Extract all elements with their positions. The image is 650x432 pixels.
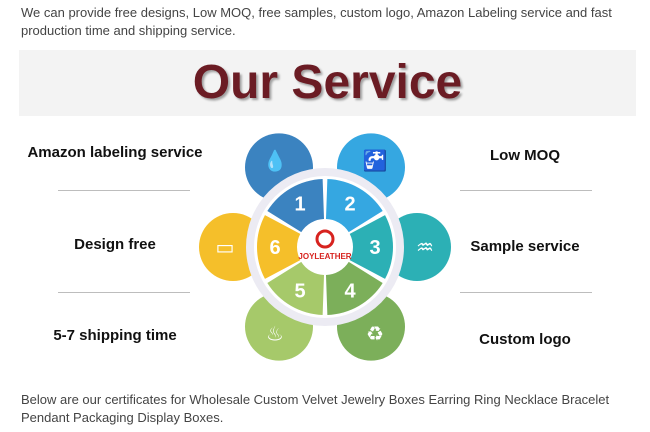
service-shipping-time: 5-7 shipping time [53,327,177,344]
service-low-moq: Low MOQ [490,147,560,164]
outro-text: Below are our certificates for Wholesale… [21,392,610,425]
service-sample: Sample service [470,238,580,255]
recycle-icon: ♻ [366,322,384,346]
box-icon: ▭ [216,235,235,259]
segment-number-2: 2 [344,194,355,216]
segment-4 [325,261,383,315]
service-design-free: Design free [74,236,156,253]
segment-number-3: 3 [369,237,380,259]
segment-5 [267,261,325,315]
divider-left-2 [58,292,190,293]
water-drop-icon: 💧 [263,148,288,172]
segment-number-6: 6 [269,237,280,259]
divider-right-1 [460,190,592,191]
segment-number-5: 5 [294,280,305,302]
wave-icon: ♒ [416,235,434,259]
intro-text: We can provide free designs, Low MOQ, fr… [21,5,612,38]
brand-name: JOYLEATHER [298,252,351,261]
banner: Our Service [19,50,636,116]
segment-3 [349,215,393,279]
segment-number-1: 1 [294,194,305,216]
faucet-icon: 🚰 [363,148,388,172]
service-amazon-labeling: Amazon labeling service [27,144,203,161]
divider-right-2 [460,292,592,293]
segment-1 [267,179,325,233]
service-custom-logo: Custom logo [479,331,571,348]
divider-left-1 [58,190,190,191]
segment-6 [257,215,301,279]
heat-icon: ♨ [266,322,284,346]
brand-logo-icon [315,229,335,249]
segment-2 [325,179,383,233]
banner-title: Our Service [192,56,463,109]
segment-number-4: 4 [344,280,356,302]
